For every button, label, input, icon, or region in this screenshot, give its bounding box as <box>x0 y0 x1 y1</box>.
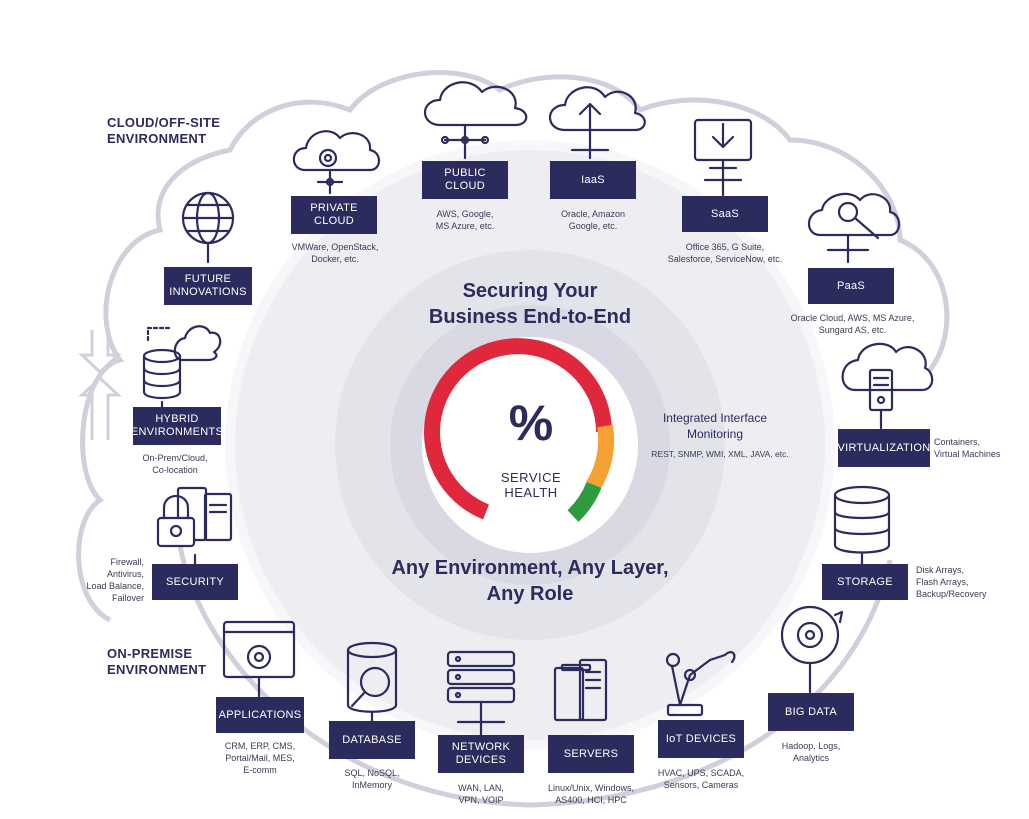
database-label: DATABASE <box>329 721 415 759</box>
onprem-outline <box>177 544 893 808</box>
storage-label: STORAGE <box>822 564 908 600</box>
percent-symbol: % <box>508 395 554 451</box>
virtualization-desc: Containers, Virtual Machines <box>934 437 1001 459</box>
future-innovations-label: FUTURE INNOVATIONS <box>164 267 252 305</box>
globe-icon <box>181 191 235 264</box>
applications-desc: CRM, ERP, CMS, Portal/Mail, MES, E-comm <box>224 741 296 775</box>
gauge-orange-arc <box>586 424 615 491</box>
servers-label: SERVERS <box>548 735 634 773</box>
servers-desc: Linux/Unix, Windows, AS400, HCI, HPC <box>547 783 635 805</box>
cloud-upload-icon <box>549 86 646 160</box>
network-devices-label: NETWORK DEVICES <box>438 735 524 773</box>
cloud-outline <box>76 70 950 623</box>
security-desc: Firewall, Antivirus, Load Balance, Failo… <box>86 557 144 603</box>
cloud-server-icon <box>841 342 934 430</box>
onprem-environment-heading: ON-PREMISE ENVIRONMENT <box>107 646 207 677</box>
cloud-tools-icon <box>807 192 901 264</box>
hybrid-environments-label: HYBRID ENVIRONMENTS <box>131 407 223 445</box>
database-search-icon <box>346 641 398 725</box>
paas-label: PaaS <box>808 268 894 304</box>
cloud-environment-heading: CLOUD/OFF-SITE ENVIRONMENT <box>107 115 221 146</box>
private-cloud-desc: VMWare, OpenStack, Docker, etc. <box>291 242 379 264</box>
virtualization-label: VIRTUALIZATION <box>837 429 930 467</box>
database-cloud-icon <box>142 325 222 422</box>
lock-server-icon <box>156 486 233 572</box>
security-label: SECURITY <box>152 564 238 600</box>
monitor-download-icon <box>693 118 753 197</box>
saas-label: SaaS <box>682 196 768 232</box>
private-cloud-label: PRIVATE CLOUD <box>291 196 377 234</box>
hybrid-arrows <box>78 330 122 440</box>
saas-desc: Office 365, G Suite, Salesforce, Service… <box>667 242 783 264</box>
servers-icon <box>553 658 608 722</box>
gear-refresh-icon <box>780 605 844 694</box>
big-data-label: BIG DATA <box>768 693 854 731</box>
storage-desc: Disk Arrays, Flash Arrays, Backup/Recove… <box>916 565 987 599</box>
network-devices-desc: WAN, LAN, VPN, VOIP <box>458 783 504 805</box>
monitoring-protocols: REST, SNMP, WMI, XML, JAVA, etc. <box>651 449 789 459</box>
iot-devices-label: IoT DEVICES <box>658 720 744 758</box>
gauge-red-arc <box>424 338 612 520</box>
service-health-label: SERVICE HEALTH <box>500 470 562 500</box>
paas-desc: Oracle Cloud, AWS, MS Azure, Sungard AS,… <box>790 313 915 335</box>
gauge-green-arc <box>567 481 602 522</box>
browser-gear-icon <box>222 620 296 699</box>
iaas-desc: Oracle, Amazon Google, etc. <box>560 209 626 231</box>
robot-arm-icon <box>665 651 736 717</box>
applications-label: APPLICATIONS <box>216 697 304 733</box>
iot-devices-desc: HVAC, UPS, SCADA, Sensors, Cameras <box>657 768 745 790</box>
headline-bottom: Any Environment, Any Layer, Any Role <box>391 557 669 605</box>
server-rack-icon <box>446 650 516 737</box>
database-desc: SQL, NoSQL, InMemory <box>344 768 400 790</box>
iaas-label: IaaS <box>550 161 636 199</box>
public-cloud-label: PUBLIC CLOUD <box>422 161 508 199</box>
disk-stack-icon <box>833 485 891 567</box>
public-cloud-desc: AWS, Google, MS Azure, etc. <box>435 209 495 231</box>
big-data-desc: Hadoop, Logs, Analytics <box>781 741 841 763</box>
monitoring-title: Integrated Interface Monitoring <box>662 411 768 441</box>
hybrid-environments-desc: On-Prem/Cloud, Co-location <box>142 453 208 475</box>
headline-top: Securing Your Business End-to-End <box>428 280 632 328</box>
cloud-gear-icon <box>292 130 381 195</box>
cloud-network-icon <box>424 81 528 160</box>
service-health-gauge <box>424 338 615 522</box>
